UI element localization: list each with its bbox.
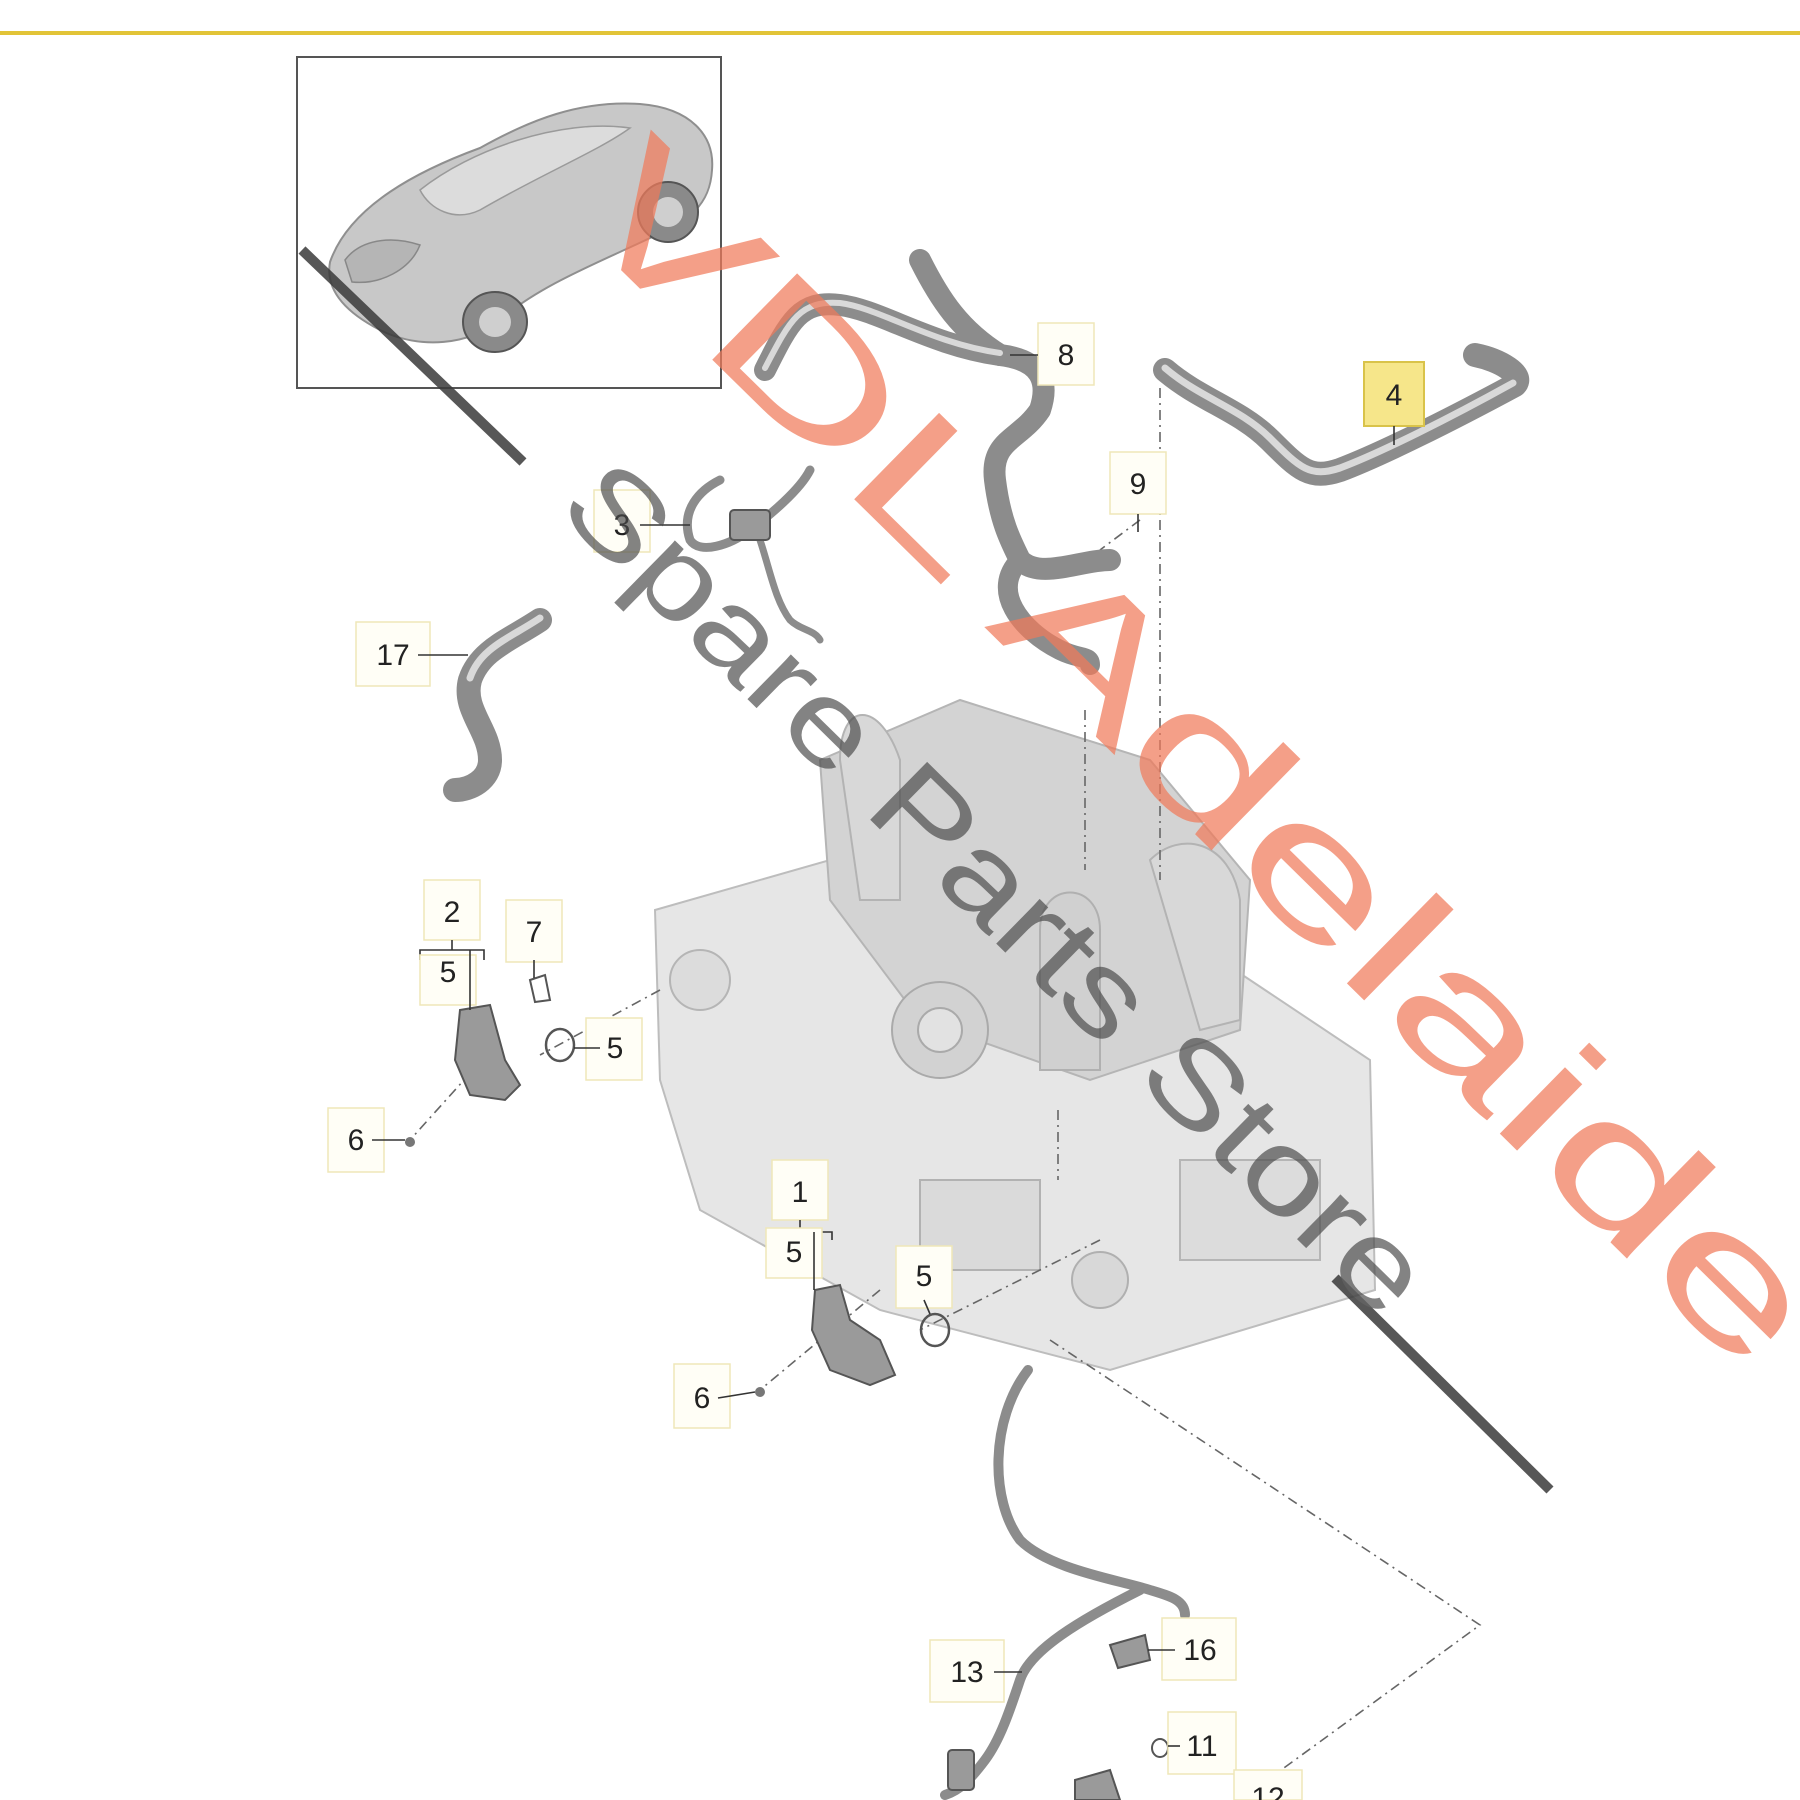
watermark-bar-bottom [1331, 1274, 1554, 1494]
bracket-16 [1108, 1633, 1152, 1670]
screw-6-right [755, 1387, 765, 1397]
water-pump-housing-1 [810, 1283, 897, 1387]
screw-6-left [405, 1137, 415, 1147]
coolant-pipe-13 [940, 1365, 1190, 1800]
callout-4: 4 [1386, 379, 1403, 412]
callout-6-right: 6 [694, 1382, 711, 1415]
callout-4-highlight [1363, 361, 1425, 427]
callout-8: 8 [1058, 339, 1075, 372]
clip-11 [1151, 1738, 1169, 1758]
callout-16: 16 [1183, 1634, 1216, 1667]
callout-9: 9 [1130, 468, 1147, 501]
callout-5-left: 5 [607, 1032, 624, 1065]
callout-1: 1 [792, 1176, 809, 1209]
o-ring-5-left [544, 1027, 576, 1063]
callout-5-right: 5 [916, 1260, 933, 1293]
water-pump-housing-2 [453, 1003, 522, 1102]
callout-6-left: 6 [348, 1124, 365, 1157]
callout-2: 2 [444, 896, 461, 929]
part-12 [1074, 1768, 1122, 1800]
coolant-hose-4 [1153, 343, 1530, 486]
coolant-hose-17 [443, 608, 552, 802]
callout-7: 7 [526, 916, 543, 949]
bleeder-line-3 [682, 465, 824, 644]
watermark-bar-top [298, 246, 527, 466]
callout-11: 11 [1186, 1730, 1217, 1763]
top-accent-rule [0, 31, 1800, 35]
vehicle-inset [296, 56, 722, 389]
callout-12: 12 [1251, 1782, 1284, 1800]
engine-block [653, 698, 1377, 1372]
o-ring-5-right [919, 1312, 951, 1348]
coolant-hose-8 [754, 249, 1121, 675]
callout-13: 13 [950, 1656, 983, 1689]
callout-3: 3 [614, 509, 631, 542]
callout-2-5: 5 [440, 956, 457, 989]
callout-1-5: 5 [786, 1236, 803, 1269]
callout-17: 17 [376, 639, 409, 672]
seal-7 [528, 973, 552, 1004]
callouts: 8 4 9 3 17 2 5 7 5 6 [327, 322, 1425, 1800]
car-illustration [328, 102, 714, 353]
